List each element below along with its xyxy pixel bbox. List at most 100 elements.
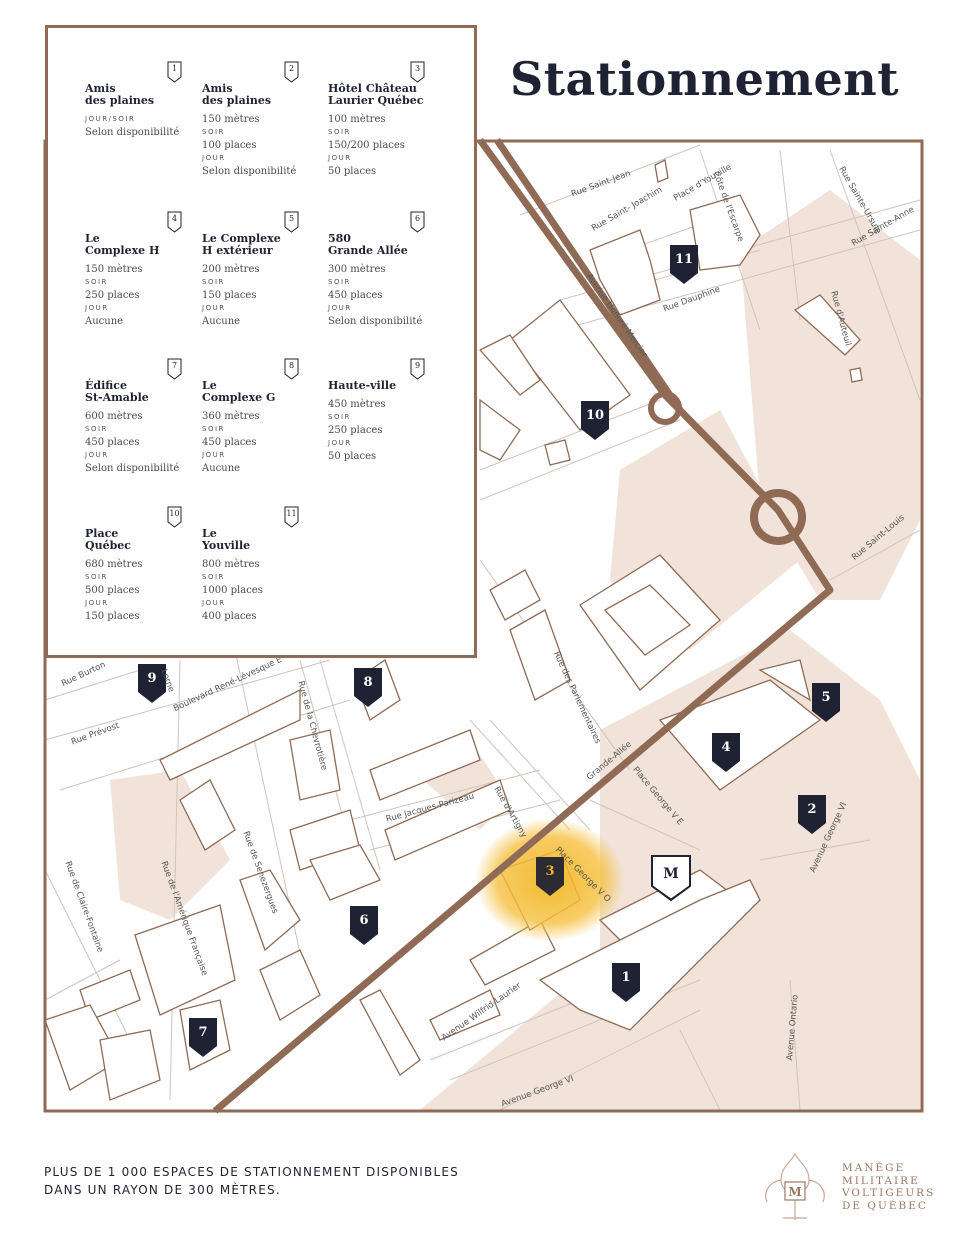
legend-entry-capacity: Aucune <box>202 463 241 474</box>
legend-badge-number: 5 <box>288 214 295 223</box>
legend-badge-icon: 1 <box>167 61 182 83</box>
footer-line-2: DANS UN RAYON DE 300 MÈTRES. <box>44 1183 281 1197</box>
legend-entry-period: JOUR <box>328 154 352 162</box>
legend-badge-number: 2 <box>288 64 295 73</box>
legend-entry-distance: 360 mètres <box>202 411 260 422</box>
legend-entry-capacity: 150 places <box>202 290 257 301</box>
parking-pins <box>138 245 840 1057</box>
legend-badge-number: 9 <box>414 361 421 370</box>
legend-entry-distance: 800 mètres <box>202 559 260 570</box>
parking-pin-10[interactable] <box>581 401 609 440</box>
parking-pin-label-6: 6 <box>359 913 369 928</box>
legend-entry-period: SOIR <box>202 278 225 286</box>
parking-pin-2[interactable] <box>798 795 826 834</box>
parking-pin-7[interactable] <box>189 1018 217 1057</box>
legend-entry-period: JOUR <box>202 304 226 312</box>
legend-entry-capacity: 450 places <box>85 437 140 448</box>
parking-pin-label-7: 7 <box>198 1025 208 1040</box>
venue-marker[interactable] <box>651 855 691 902</box>
legend-entry-name: Le Complexe G <box>202 379 276 404</box>
brand-line-2: MILITAIRE <box>842 1174 920 1187</box>
brand-line-3: VOLTIGEURS <box>842 1187 936 1199</box>
legend-entry-capacity: 1000 places <box>202 585 263 596</box>
parking-pin-11[interactable] <box>670 245 698 284</box>
legend-entry-period: JOUR <box>202 599 226 607</box>
legend-badge-icon: 8 <box>284 358 299 380</box>
parking-pin-8[interactable] <box>354 668 382 707</box>
legend-entry-period: JOUR <box>85 599 109 607</box>
legend-entry-period: JOUR <box>85 304 109 312</box>
legend-entry-capacity: Selon disponibilité <box>202 166 297 177</box>
legend-entry-capacity: 450 places <box>202 437 257 448</box>
legend-entry-name: 580 Grande Allée <box>328 232 408 257</box>
legend-badge-icon: 5 <box>284 211 299 233</box>
legend-entry-distance: 200 mètres <box>202 264 260 275</box>
legend-entry-period: JOUR <box>202 154 226 162</box>
parking-pin-1[interactable] <box>612 963 640 1002</box>
legend-entry-capacity: 50 places <box>328 166 377 177</box>
legend-entry-capacity: 450 places <box>328 290 383 301</box>
legend-entry-period: SOIR <box>85 425 108 433</box>
legend-entry-capacity: Aucune <box>85 316 124 327</box>
brand-line-4: DE QUÉBEC <box>842 1199 928 1212</box>
legend-entry-name: Amis des plaines <box>85 82 155 107</box>
parking-pin-label-4: 4 <box>721 740 731 755</box>
legend-badge-icon: 7 <box>167 358 182 380</box>
legend-badge-number: 8 <box>288 361 295 370</box>
parking-pin-9[interactable] <box>138 664 166 703</box>
legend-entry-capacity: Selon disponibilité <box>85 463 180 474</box>
legend-entry-period: JOUR <box>85 451 109 459</box>
legend-entry-distance: 300 mètres <box>328 264 386 275</box>
legend-badge-number: 10 <box>169 509 180 518</box>
parking-pin-label-11: 11 <box>674 252 694 267</box>
parking-pin-6[interactable] <box>350 906 378 945</box>
legend-badge-icon: 3 <box>410 61 425 83</box>
parking-pin-5[interactable] <box>812 683 840 722</box>
legend-entry-period: JOUR/SOIR <box>85 115 136 123</box>
legend-entry-name: Haute-ville <box>328 379 397 392</box>
legend-badge-icon: 10 <box>167 506 182 528</box>
legend-badge-icon: 9 <box>410 358 425 380</box>
legend-badge-icon: 4 <box>167 211 182 233</box>
legend-entry-capacity: 500 places <box>85 585 140 596</box>
legend-entry-name: Le Complexe H extérieur <box>202 232 281 257</box>
parking-pin-4[interactable] <box>712 733 740 772</box>
legend-entry-capacity: 100 places <box>202 140 257 151</box>
parking-pin-label-3: 3 <box>545 864 555 879</box>
parking-pin-label-5: 5 <box>821 690 831 705</box>
parking-pin-label-2: 2 <box>807 802 817 817</box>
legend-entry-name: Place Québec <box>85 527 131 552</box>
legend-entry-period: SOIR <box>202 573 225 581</box>
legend-badge-number: 7 <box>171 361 178 370</box>
legend-badge-number: 6 <box>414 214 421 223</box>
legend-entry-name: Le Complexe H <box>85 232 160 257</box>
legend-entry-period: SOIR <box>85 278 108 286</box>
legend-entry-distance: 450 mètres <box>328 399 386 410</box>
footer-text: PLUS DE 1 000 ESPACES DE STATIONNEMENT D… <box>44 1163 459 1199</box>
legend-entry-name: Amis des plaines <box>202 82 272 107</box>
legend-entry-period: JOUR <box>328 304 352 312</box>
legend-badge-icon: 2 <box>284 61 299 83</box>
legend-entry-capacity: Aucune <box>202 316 241 327</box>
brand-name: MANÈGE MILITAIRE VOLTIGEURS DE QUÉBEC <box>842 1162 935 1212</box>
legend-entry-period: JOUR <box>202 451 226 459</box>
legend-entry-capacity: 400 places <box>202 611 257 622</box>
legend-entry-capacity: 150/200 places <box>328 140 405 151</box>
parking-pin-3[interactable] <box>536 857 564 896</box>
legend-badge-number: 4 <box>171 214 178 223</box>
legend-badge-icon: 11 <box>284 506 299 528</box>
parking-pin-label-1: 1 <box>621 970 631 985</box>
legend-entry-capacity: Selon disponibilité <box>85 127 180 138</box>
legend-entry-distance: 100 mètres <box>328 114 386 125</box>
legend-badge-number: 11 <box>286 509 297 518</box>
venue-marker-label: M <box>663 866 679 882</box>
legend-entry-capacity: 250 places <box>328 425 383 436</box>
legend-entry-period: SOIR <box>202 425 225 433</box>
